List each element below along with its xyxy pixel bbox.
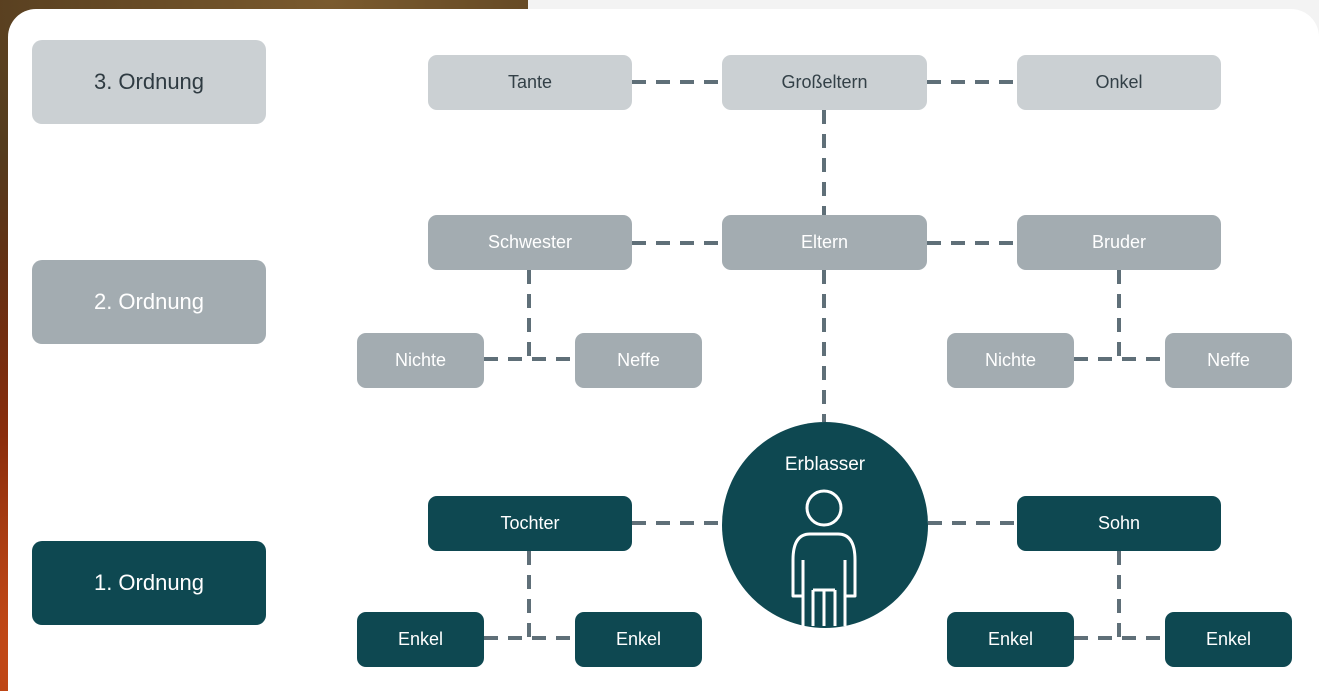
order-label-2: 2. Ordnung (32, 260, 266, 344)
node-neffe-right: Neffe (1165, 333, 1292, 388)
node-enkel-3: Enkel (947, 612, 1074, 667)
node-sohn: Sohn (1017, 496, 1221, 551)
erblasser-label: Erblasser (784, 454, 866, 475)
node-grosseltern: Großeltern (722, 55, 927, 110)
node-nichte-right: Nichte (947, 333, 1074, 388)
node-tochter: Tochter (428, 496, 632, 551)
node-enkel-4: Enkel (1165, 612, 1292, 667)
person-icon (791, 489, 857, 626)
node-bruder: Bruder (1017, 215, 1221, 270)
node-tante: Tante (428, 55, 632, 110)
node-nichte-left: Nichte (357, 333, 484, 388)
node-onkel: Onkel (1017, 55, 1221, 110)
order-label-1: 1. Ordnung (32, 541, 266, 625)
node-enkel-1: Enkel (357, 612, 484, 667)
node-enkel-2: Enkel (575, 612, 702, 667)
node-eltern: Eltern (722, 215, 927, 270)
order-label-3: 3. Ordnung (32, 40, 266, 124)
node-neffe-left: Neffe (575, 333, 702, 388)
node-schwester: Schwester (428, 215, 632, 270)
